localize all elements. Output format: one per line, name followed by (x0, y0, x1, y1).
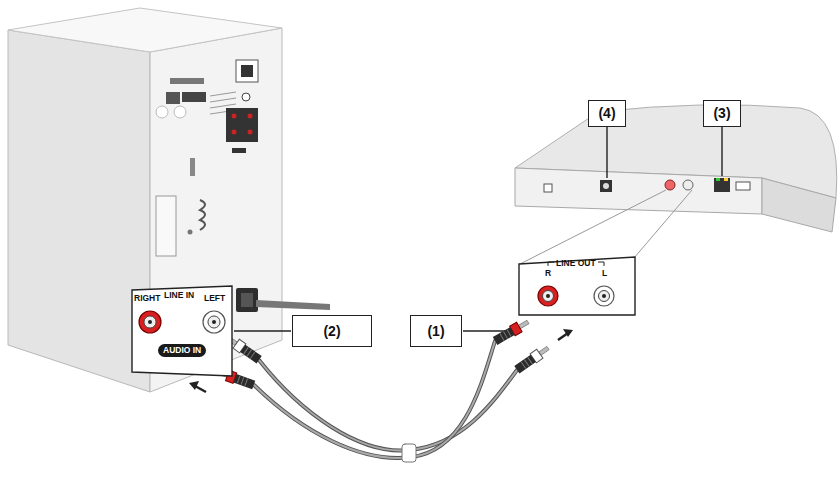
insert-arrows (189, 301, 573, 392)
connector-panel: R LINE OUT L (518, 256, 636, 316)
callout-box: (1) (410, 315, 462, 347)
jack-label: RIGHT (134, 294, 160, 303)
jack-label: LEFT (204, 294, 225, 303)
network-player (515, 105, 837, 232)
callout-box: (2) (292, 315, 372, 347)
leader-lines (234, 127, 722, 331)
jack-label: L (602, 269, 607, 278)
callout-box: (4) (588, 100, 626, 127)
rca-jack (594, 286, 614, 306)
callout-number: (2) (323, 323, 340, 339)
callout-number: (1) (427, 323, 444, 339)
rca-jack (139, 311, 161, 333)
speaker-unit (8, 8, 330, 392)
jack-label: LINE OUT (556, 259, 596, 268)
callout-box: (3) (703, 100, 741, 127)
zoom-lines (520, 190, 692, 264)
rca-jack (538, 286, 558, 306)
panel-badge: AUDIO IN (158, 344, 206, 357)
connector-panel: RIGHT LINE IN LEFT AUDIO IN (130, 284, 234, 380)
rca-plugs (216, 317, 551, 390)
callout-number: (4) (598, 105, 615, 121)
rca-cable (254, 341, 517, 462)
rca-jack (203, 311, 225, 333)
jack-label: R (545, 269, 551, 278)
jack-label: LINE IN (164, 291, 194, 300)
callout-number: (3) (713, 105, 730, 121)
